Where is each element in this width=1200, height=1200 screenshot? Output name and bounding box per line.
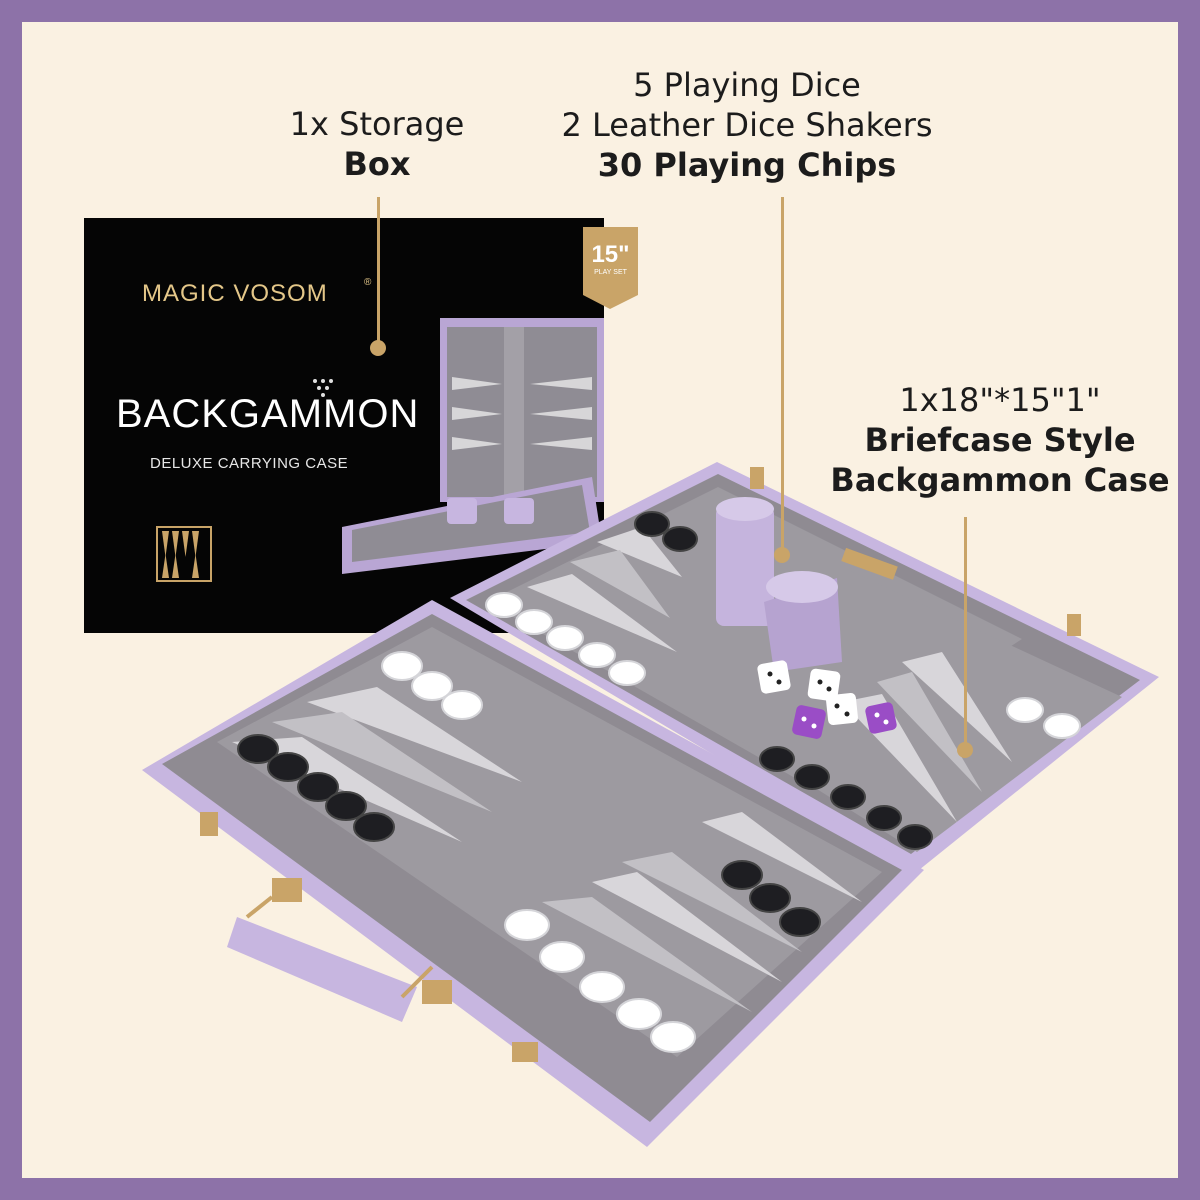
dice-callout-line1: 5 Playing Dice [633,66,861,104]
case-hinges [750,467,1081,636]
dice-shakers [716,497,842,672]
case-callout-line1: 1x18"*15"1" [899,381,1101,419]
backgammon-logo-icon [156,526,212,582]
dice-leader-dot [774,547,790,563]
box-title: BACKGAMMON [116,392,420,436]
dice-callout-line2: 2 Leather Dice Shakers [561,106,933,144]
size-tag [583,227,638,309]
case-callout: 1x18"*15"1" Briefcase Style Backgammon C… [822,380,1178,500]
product-photo: MAGIC VOSOM ® 15" PLAY SET BACKGAMMON DE… [22,22,1178,1178]
backgammon-case [142,462,1159,1147]
dice-dots-icon [313,379,333,397]
dice [757,660,897,739]
box-case-photo [342,318,604,574]
case-callout-line3: Backgammon Case [830,461,1170,499]
box-brand: MAGIC VOSOM [142,280,328,307]
box-registered-mark: ® [364,277,372,288]
box-logo [156,318,604,582]
case-callout-line2: Briefcase Style [864,421,1136,459]
dice-leader-line [781,197,784,552]
size-tag-sub: PLAY SET [594,269,627,276]
storage-callout-line2: Box [343,145,411,183]
size-tag-value: 15" [591,241,630,268]
dice-callout-line3: 30 Playing Chips [597,146,897,184]
white-chips [381,592,1081,1053]
case-leader-dot [957,742,973,758]
case-handle [200,812,538,1062]
dice-callout: 5 Playing Dice 2 Leather Dice Shakers 30… [512,65,982,185]
storage-callout-line1: 1x Storage [289,105,465,143]
storage-leader-dot [370,340,386,356]
case-leader-line [964,517,967,747]
size-tag-label: 15" PLAY SET [583,242,638,278]
storage-leader-line [377,197,380,345]
case-left-half [142,600,924,1147]
storage-callout: 1x Storage Box [237,104,517,184]
black-chips [237,511,933,937]
box-subtitle: DELUXE CARRYING CASE [150,455,349,472]
